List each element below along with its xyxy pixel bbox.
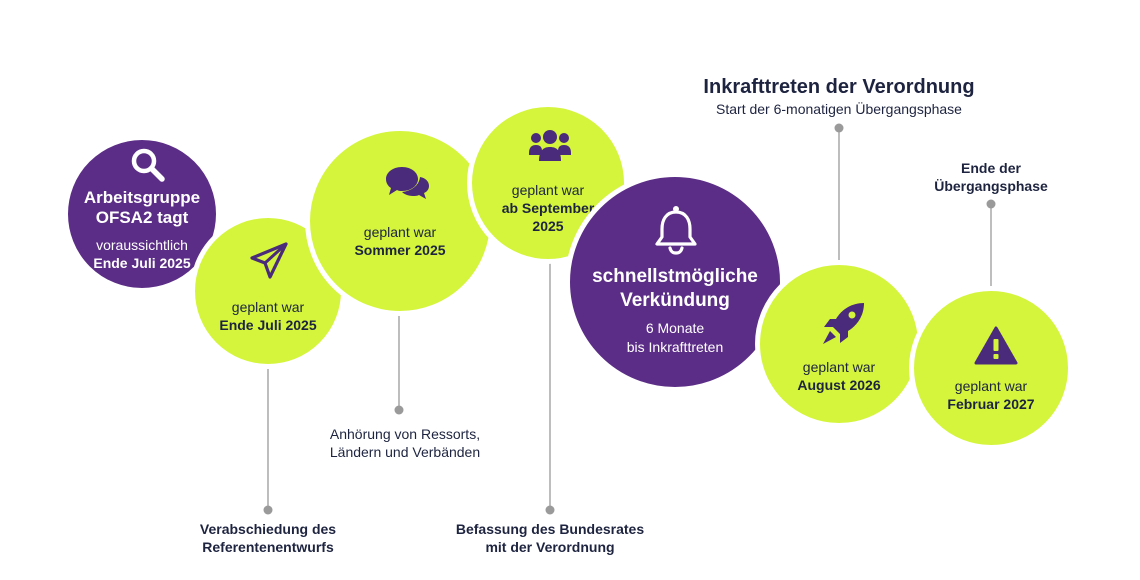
step-title: OFSA2 tagt: [95, 208, 189, 227]
label-line: Ende der: [961, 160, 1021, 176]
connector-dot: [545, 505, 555, 515]
connector-dot: [986, 199, 996, 209]
step-title: Arbeitsgruppe: [83, 188, 201, 207]
label-referentenentwurf: Verabschiedung des Referentenentwurfs: [168, 520, 368, 556]
label-line: Referentenentwurfs: [202, 539, 334, 555]
bell-icon: [654, 205, 698, 260]
connector-dot: [263, 505, 273, 515]
label-line: mit der Verordnung: [485, 539, 615, 555]
step-date: Ende Juli 2025: [219, 317, 317, 333]
step-pre: geplant war: [802, 359, 876, 375]
step-date: ab September: [501, 200, 595, 216]
label-anhoerung: Anhörung von Ressorts, Ländern und Verbä…: [305, 425, 505, 461]
connector-dot: [834, 123, 844, 133]
warning-icon: [974, 326, 1018, 371]
connector-dot: [394, 405, 404, 415]
label-line: Verabschiedung des: [199, 521, 337, 537]
step-pre: geplant war: [363, 224, 437, 240]
step-anhoerung: geplant war Sommer 2025: [305, 126, 495, 316]
paper-plane-icon: [248, 240, 290, 287]
step-sub: 6 Monate: [645, 320, 705, 336]
step-inkrafttreten: geplant war August 2026: [755, 260, 923, 428]
chat-bubbles-icon: [384, 163, 430, 208]
step-pre: geplant war: [511, 182, 585, 198]
step-pre: geplant war: [954, 378, 1028, 394]
label-subheading: Start der 6-monatigen Übergangsphase: [716, 101, 962, 117]
label-inkrafttreten: Inkrafttreten der Verordnung Start der 6…: [669, 74, 1009, 118]
label-line: Übergangsphase: [934, 178, 1048, 194]
step-sub: bis Inkrafttreten: [626, 339, 724, 355]
label-uebergangsende: Ende der Übergangsphase: [911, 159, 1071, 195]
people-group-icon: [528, 129, 572, 170]
label-bundesrat: Befassung des Bundesrates mit der Verord…: [430, 520, 670, 556]
label-line: Anhörung von Ressorts,: [329, 426, 481, 442]
step-verkuendung: schnellstmögliche Verkündung 6 Monate bi…: [565, 172, 785, 392]
label-line: Befassung des Bundesrates: [455, 521, 645, 537]
step-uebergangsende: geplant war Februar 2027: [909, 286, 1073, 450]
step-date: Sommer 2025: [354, 242, 446, 258]
step-title: Verkündung: [620, 290, 730, 311]
step-title: schnellstmögliche: [592, 266, 758, 287]
search-icon: [129, 146, 167, 189]
step-pre: geplant war: [231, 299, 305, 315]
step-date: Ende Juli 2025: [93, 255, 191, 271]
label-heading: Inkrafttreten der Verordnung: [703, 76, 975, 98]
rocket-icon: [820, 301, 866, 352]
step-date: Februar 2027: [947, 396, 1035, 412]
label-line: Ländern und Verbänden: [329, 444, 481, 460]
step-date: 2025: [532, 218, 564, 234]
step-pre: voraussichtlich: [96, 237, 188, 253]
step-date: August 2026: [797, 377, 881, 393]
